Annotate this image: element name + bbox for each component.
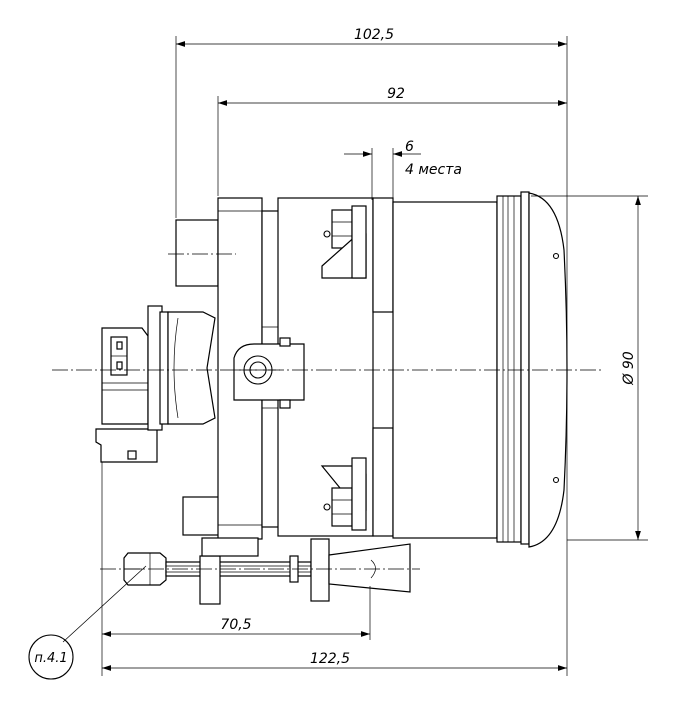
adjusting-screw (123, 537, 411, 605)
pivot-bracket (233, 337, 305, 409)
callout-label: п.4.1 (34, 651, 67, 666)
dimension-lower-short: 70,5 (101, 462, 371, 676)
dimension-overall-front-label: 102,5 (354, 27, 394, 43)
rear-upper-block (175, 219, 219, 287)
dimension-diameter: Ø 90 (531, 195, 648, 541)
dimension-flange-width-label: 6 (405, 139, 414, 155)
dimension-overall-total-label: 122,5 (310, 651, 350, 667)
dimension-overall-total: 122,5 (102, 540, 568, 676)
upper-mount (321, 205, 367, 279)
connector (95, 305, 216, 463)
callout-item: п.4.1 (28, 565, 147, 680)
dimension-flange-width: 6 4 места (344, 139, 462, 200)
upper-flange (372, 197, 394, 313)
lamp-barrel (392, 191, 568, 548)
dimension-flange-places-label: 4 места (405, 162, 462, 178)
dimension-lower-short-label: 70,5 (220, 617, 251, 633)
lamp-assembly (52, 191, 604, 605)
dimension-body-length: 92 (217, 86, 567, 196)
lower-flange (372, 427, 394, 537)
lower-mount (320, 457, 367, 531)
dimension-overall-front: 102,5 (175, 27, 568, 540)
dimension-diameter-label: Ø 90 (621, 351, 637, 385)
rear-lower-block (182, 496, 220, 536)
dimension-body-length-label: 92 (387, 86, 405, 102)
